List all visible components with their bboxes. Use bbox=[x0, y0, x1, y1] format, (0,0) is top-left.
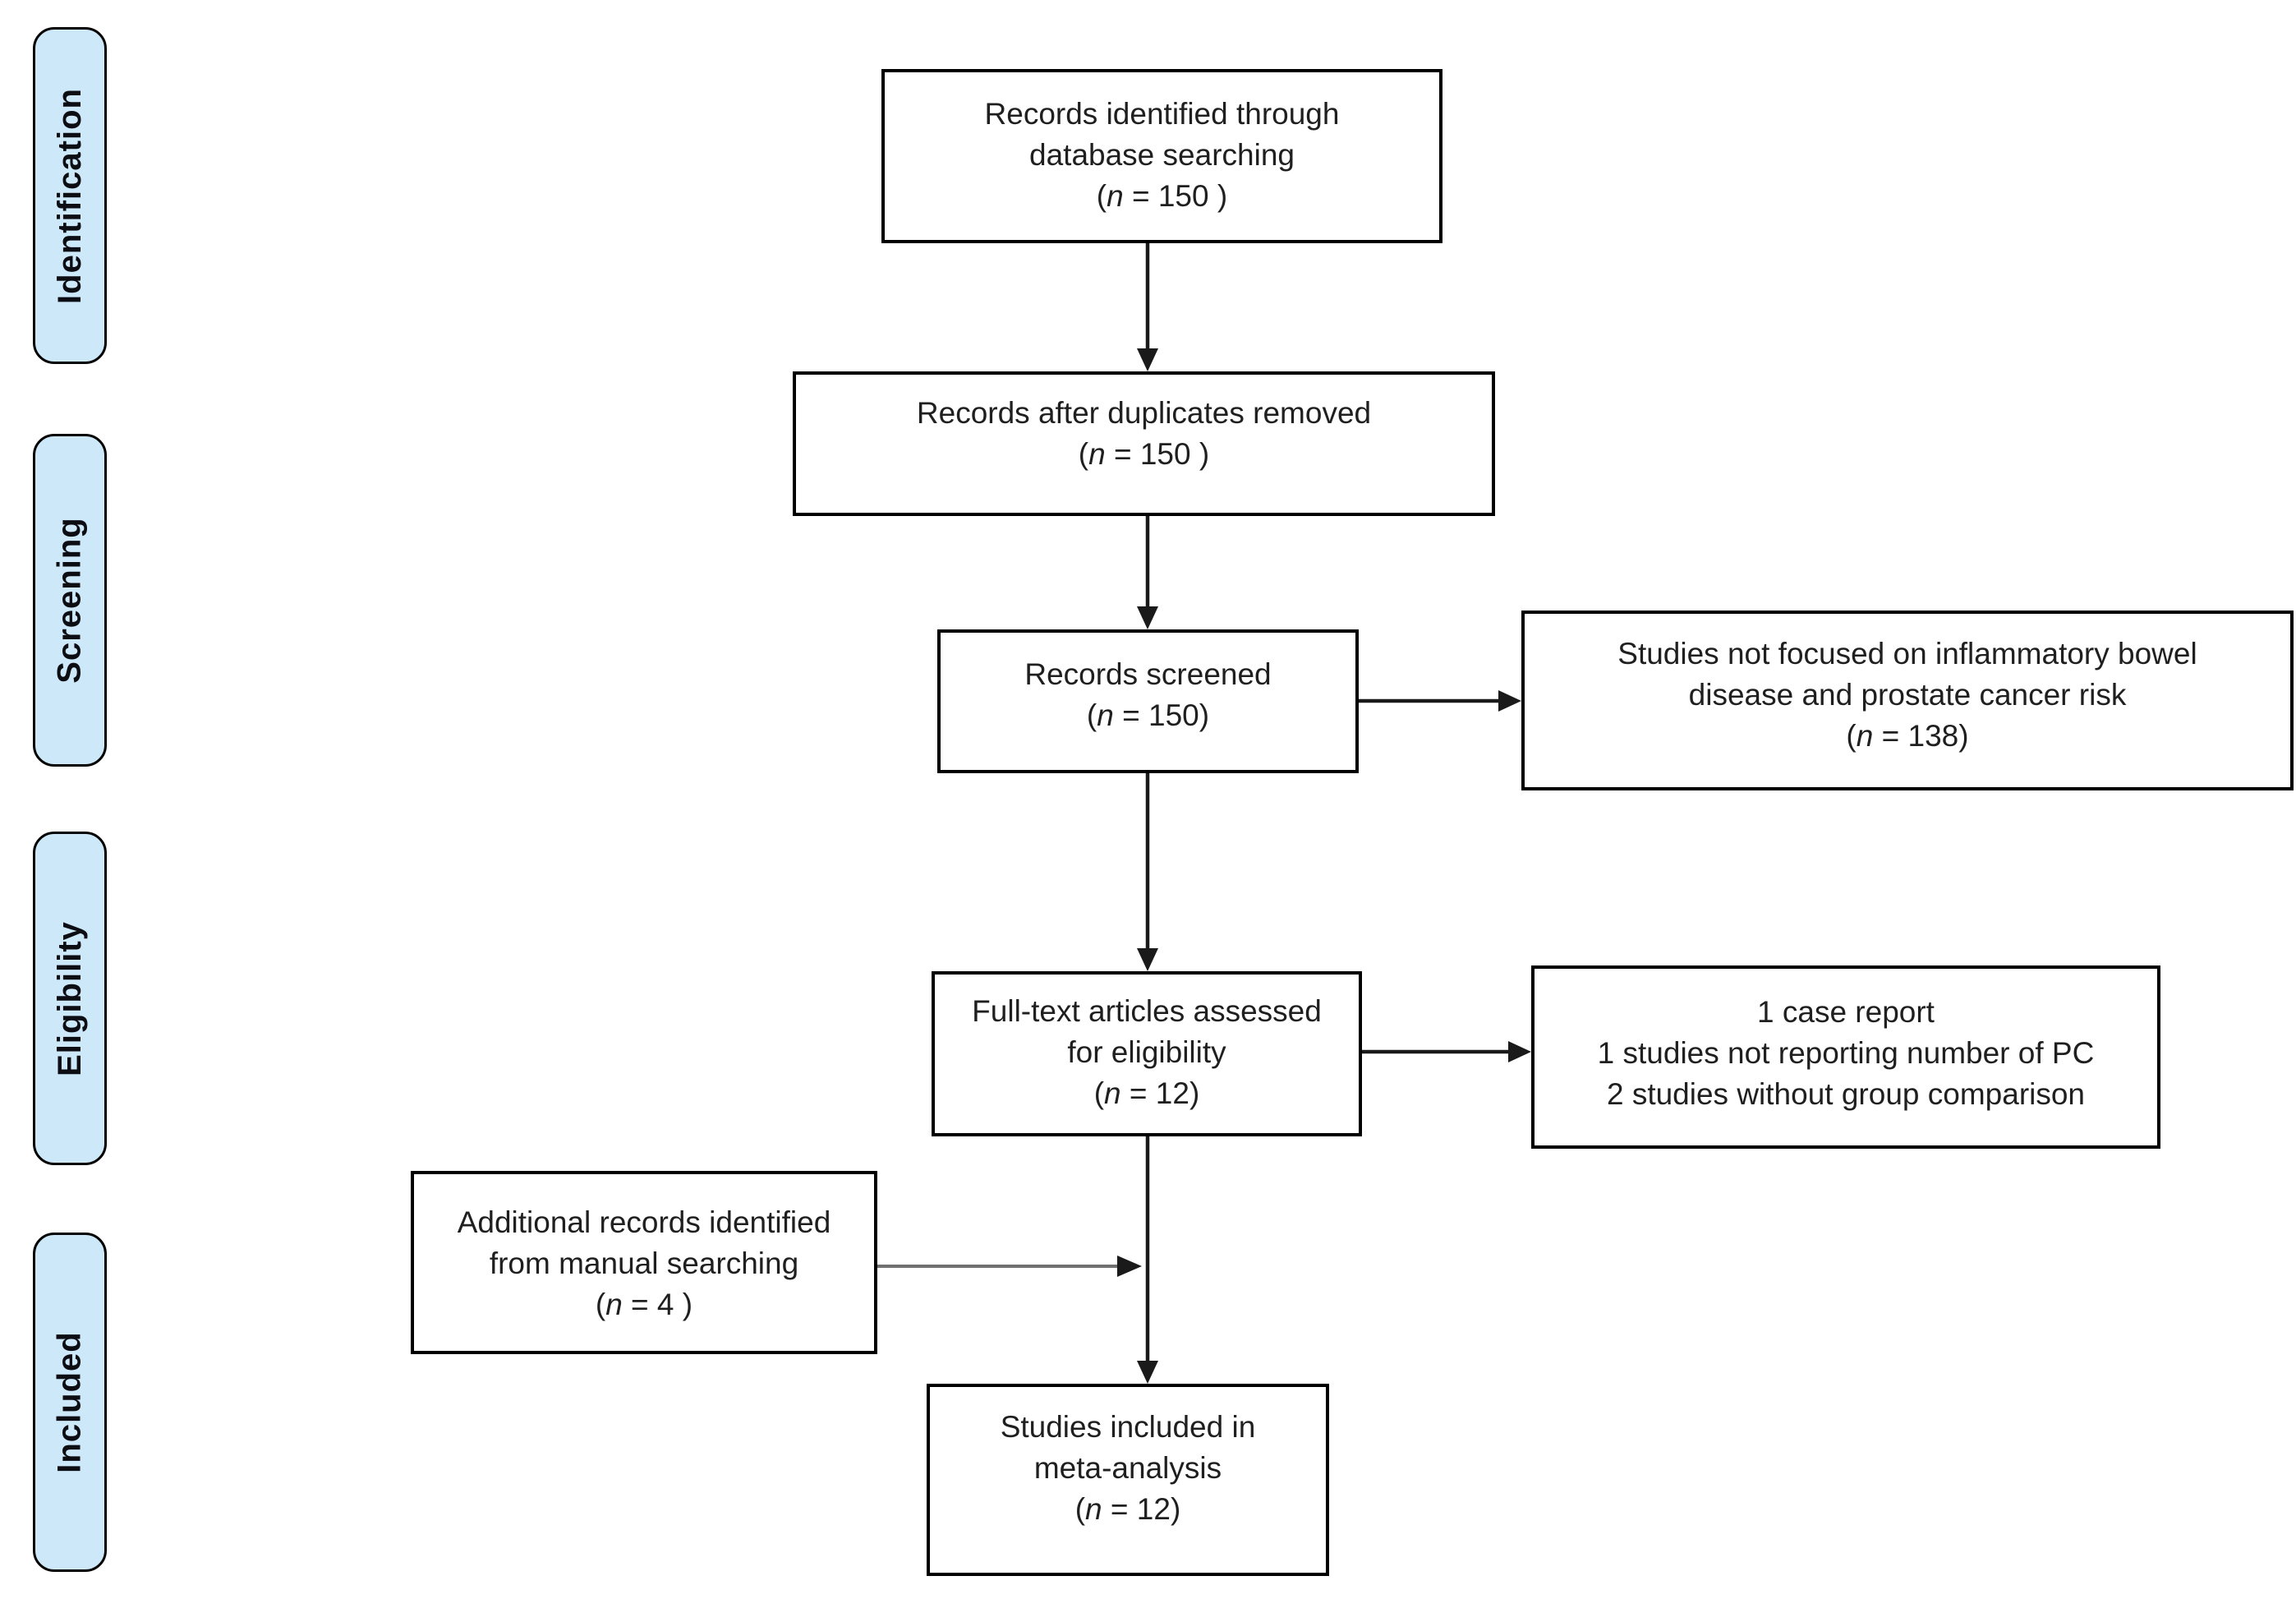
arrow-screened-to-fulltext bbox=[1137, 773, 1158, 971]
count-n: n bbox=[1085, 1492, 1102, 1526]
box-duplicates-removed: Records after duplicates removed (n = 15… bbox=[793, 371, 1495, 516]
box-text-line: 1 case report bbox=[1757, 995, 1935, 1029]
arrow-additional-to-flow bbox=[877, 1256, 1142, 1277]
count-rest: = 138) bbox=[1873, 719, 1969, 753]
stage-screening: Screening bbox=[33, 434, 107, 767]
stage-included-label: Included bbox=[51, 1331, 88, 1473]
stage-screening-label: Screening bbox=[51, 517, 88, 684]
box-text-line: database searching bbox=[1029, 138, 1295, 172]
count-line: (n = 150) bbox=[941, 695, 1355, 736]
stage-eligibility-label: Eligibility bbox=[51, 920, 88, 1076]
arrow-fulltext-to-included bbox=[1137, 1136, 1158, 1384]
box-text-line: Studies not focused on inflammatory bowe… bbox=[1617, 637, 2197, 670]
count-n: n bbox=[1856, 719, 1874, 753]
arrow-fulltext-to-excluded bbox=[1362, 1041, 1531, 1062]
stage-identification-label: Identification bbox=[51, 87, 88, 304]
count-rest: = 150 ) bbox=[1123, 179, 1228, 213]
count-n: n bbox=[1088, 437, 1106, 471]
count-rest: = 12) bbox=[1120, 1076, 1200, 1110]
box-excluded-not-focused: Studies not focused on inflammatory bowe… bbox=[1521, 611, 2294, 790]
count-line: (n = 4 ) bbox=[414, 1284, 874, 1325]
box-records-identified: Records identified through database sear… bbox=[881, 69, 1442, 243]
count-line: (n = 150 ) bbox=[885, 176, 1439, 217]
box-text-line: Records after duplicates removed bbox=[916, 396, 1372, 430]
count-open: ( bbox=[1846, 719, 1857, 753]
count-open: ( bbox=[1086, 698, 1097, 732]
box-text-line: 1 studies not reporting number of PC bbox=[1597, 1036, 2095, 1070]
count-open: ( bbox=[1096, 179, 1107, 213]
count-n: n bbox=[1097, 698, 1114, 732]
count-open: ( bbox=[1093, 1076, 1105, 1110]
count-line: (n = 12) bbox=[930, 1489, 1326, 1530]
count-n: n bbox=[1104, 1076, 1121, 1110]
box-fulltext-assessed: Full-text articles assessed for eligibil… bbox=[932, 971, 1362, 1136]
count-open: ( bbox=[595, 1288, 606, 1321]
box-text-line: disease and prostate cancer risk bbox=[1688, 678, 2127, 712]
stage-identification: Identification bbox=[33, 27, 107, 364]
box-text-line: Studies included in bbox=[1000, 1410, 1256, 1444]
stage-included: Included bbox=[33, 1233, 107, 1572]
count-line: (n = 150 ) bbox=[796, 434, 1492, 475]
count-rest: = 4 ) bbox=[622, 1288, 693, 1321]
box-text-line: 2 studies without group comparison bbox=[1606, 1077, 2086, 1111]
box-text-line: Records screened bbox=[1024, 657, 1272, 691]
arrow-screened-to-notfocused bbox=[1359, 690, 1521, 712]
count-n: n bbox=[1107, 179, 1124, 213]
count-rest: = 150) bbox=[1113, 698, 1210, 732]
stage-eligibility: Eligibility bbox=[33, 832, 107, 1165]
count-open: ( bbox=[1078, 437, 1089, 471]
box-text-line: meta-analysis bbox=[1033, 1451, 1222, 1485]
count-line: (n = 138) bbox=[1525, 716, 2290, 757]
box-records-screened: Records screened (n = 150) bbox=[937, 629, 1359, 773]
box-additional-records: Additional records identified from manua… bbox=[411, 1171, 877, 1354]
box-text-line: Records identified through bbox=[984, 97, 1340, 131]
count-rest: = 150 ) bbox=[1105, 437, 1210, 471]
box-text-line: Additional records identified bbox=[457, 1205, 831, 1239]
box-studies-included: Studies included in meta-analysis (n = 1… bbox=[927, 1384, 1329, 1576]
count-n: n bbox=[605, 1288, 623, 1321]
count-open: ( bbox=[1074, 1492, 1086, 1526]
box-text-line: for eligibility bbox=[1067, 1035, 1226, 1069]
count-line: (n = 12) bbox=[935, 1073, 1359, 1114]
box-text-line: Full-text articles assessed bbox=[972, 994, 1322, 1028]
count-rest: = 12) bbox=[1102, 1492, 1181, 1526]
box-text-line: from manual searching bbox=[489, 1246, 799, 1280]
arrow-duplicates-to-screened bbox=[1137, 516, 1158, 629]
box-exclusion-reasons: 1 case report 1 studies not reporting nu… bbox=[1531, 965, 2160, 1149]
arrow-identified-to-duplicates bbox=[1137, 243, 1158, 371]
